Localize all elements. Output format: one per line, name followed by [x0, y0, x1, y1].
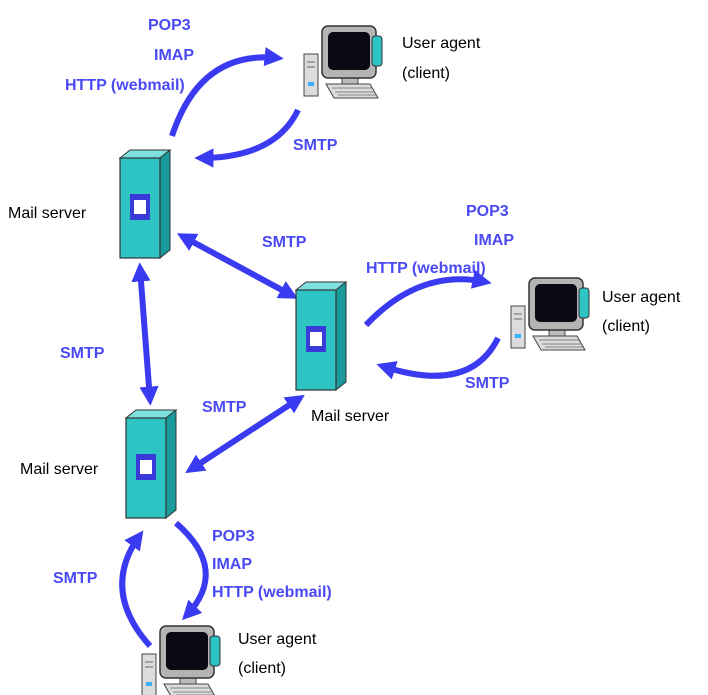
protocol-right-imap: IMAP	[474, 232, 514, 249]
protocol-top-imap: IMAP	[154, 47, 194, 64]
link-topleft-bottomleft	[131, 262, 159, 406]
protocol-bottom-smtp: SMTP	[53, 570, 98, 587]
user-agent-right-sublabel: (client)	[602, 318, 650, 335]
mail-server-bottom-left-icon	[125, 409, 177, 519]
link-topleft-middle	[176, 233, 299, 299]
access-arrow-top	[169, 47, 284, 137]
protocol-right-pop3: POP3	[466, 203, 509, 220]
user-agent-bottom-label: User agent	[238, 631, 317, 648]
mail-server-top-left-icon	[119, 149, 171, 259]
protocol-top-pop3: POP3	[148, 17, 191, 34]
client-computer-bottom-icon	[141, 625, 221, 695]
user-agent-top-label: User agent	[402, 35, 481, 52]
protocol-bottom-http: HTTP (webmail)	[212, 584, 332, 601]
protocol-bottom-pop3: POP3	[212, 528, 255, 545]
protocol-bottom-imap: IMAP	[212, 556, 252, 573]
user-agent-top-sublabel: (client)	[402, 65, 450, 82]
access-arrow-right	[363, 269, 492, 328]
protocol-right-smtp: SMTP	[465, 375, 510, 392]
mail-server-middle-label: Mail server	[311, 408, 390, 425]
client-computer-top-icon	[303, 25, 383, 99]
protocol-top-http: HTTP (webmail)	[65, 77, 185, 94]
mail-server-bottom-left-label: Mail server	[20, 461, 99, 478]
link-label-topleft-bottomleft: SMTP	[60, 345, 105, 362]
mail-server-middle-icon	[295, 281, 347, 391]
smtp-arrow-top	[194, 108, 301, 168]
user-agent-bottom-sublabel: (client)	[238, 660, 286, 677]
access-arrow-bottom	[174, 520, 209, 621]
smtp-arrow-bottom	[119, 530, 153, 648]
protocol-right-http: HTTP (webmail)	[366, 260, 486, 277]
smtp-arrow-right	[376, 336, 501, 380]
user-agent-right-label: User agent	[602, 289, 681, 306]
link-label-topleft-middle: SMTP	[262, 234, 307, 251]
protocol-top-smtp: SMTP	[293, 137, 338, 154]
client-computer-right-icon	[510, 277, 590, 351]
link-label-middle-bottomleft: SMTP	[202, 399, 247, 416]
mail-server-top-left-label: Mail server	[8, 205, 87, 222]
link-middle-bottomleft	[185, 394, 305, 474]
